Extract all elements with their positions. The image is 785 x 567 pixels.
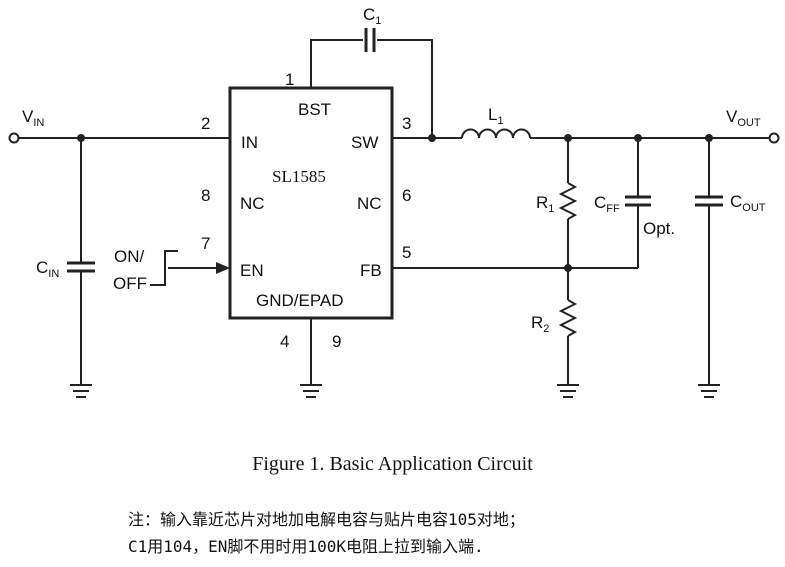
- on-label: ON/: [114, 247, 145, 266]
- pin-number-7: 7: [201, 234, 210, 253]
- pin-number-5: 5: [402, 243, 411, 262]
- pin-label-in: IN: [241, 133, 258, 152]
- pin-number-9: 9: [332, 332, 341, 351]
- pin-label-sw: SW: [351, 133, 378, 152]
- cout-label: COUT: [730, 192, 766, 214]
- vin-terminal: [8, 132, 20, 144]
- pin-number-3: 3: [402, 114, 411, 133]
- pin-number-6: 6: [402, 186, 411, 205]
- cff-label: CFF: [594, 193, 620, 215]
- c1-wire-right: [377, 39, 433, 138]
- ground-symbol-ic: [300, 384, 322, 398]
- ground-symbol-r2: [557, 384, 579, 398]
- pin-number-8: 8: [201, 186, 210, 205]
- chip-part-number: SL1585: [272, 167, 326, 186]
- ground-symbol-cin: [70, 384, 92, 398]
- vout-label: VOUT: [726, 107, 761, 129]
- inductor-l1: [461, 128, 531, 139]
- pin-number-4: 4: [280, 332, 289, 351]
- application-circuit-schematic: BST IN SW SL1585 NC NC EN FB GND/EPAD 1 …: [8, 5, 780, 398]
- bst-wire: [310, 39, 363, 88]
- resistor-r1: [558, 182, 578, 220]
- on-off-step-signal: [150, 250, 178, 286]
- off-label: OFF: [113, 274, 147, 293]
- resistor-r2: [558, 299, 578, 337]
- l1-label: L1: [488, 105, 504, 127]
- pin-label-nc-left: NC: [240, 194, 265, 213]
- cin-label: CIN: [36, 258, 59, 280]
- vin-label: VIN: [22, 107, 44, 129]
- figure-caption: Figure 1. Basic Application Circuit: [252, 453, 533, 475]
- pin-label-en: EN: [240, 261, 264, 280]
- cff-optional-label: Opt.: [643, 219, 675, 238]
- pin-number-2: 2: [201, 114, 210, 133]
- pin-label-nc-right: NC: [357, 194, 382, 213]
- pin-label-fb: FB: [360, 261, 382, 280]
- usage-note-line-2: C1用104，EN脚不用时用100K电阻上拉到输入端.: [128, 537, 484, 556]
- pin-label-bst: BST: [298, 100, 331, 119]
- r2-label: R2: [531, 313, 549, 335]
- usage-note: 注：输入靠近芯片对地加电解电容与贴片电容105对地； C1用104，EN脚不用时…: [128, 506, 778, 560]
- pin-number-1: 1: [285, 70, 294, 89]
- c1-label: C1: [363, 5, 381, 27]
- pin-label-gnd: GND/EPAD: [256, 291, 344, 310]
- usage-note-line-1: 注：输入靠近芯片对地加电解电容与贴片电容105对地；: [128, 510, 525, 529]
- vout-terminal: [768, 132, 780, 144]
- r1-label: R1: [536, 193, 554, 215]
- ground-symbol-cout: [698, 384, 720, 398]
- sw-junction: [428, 134, 436, 142]
- en-arrow: [216, 262, 230, 274]
- fb-junction: [564, 264, 572, 272]
